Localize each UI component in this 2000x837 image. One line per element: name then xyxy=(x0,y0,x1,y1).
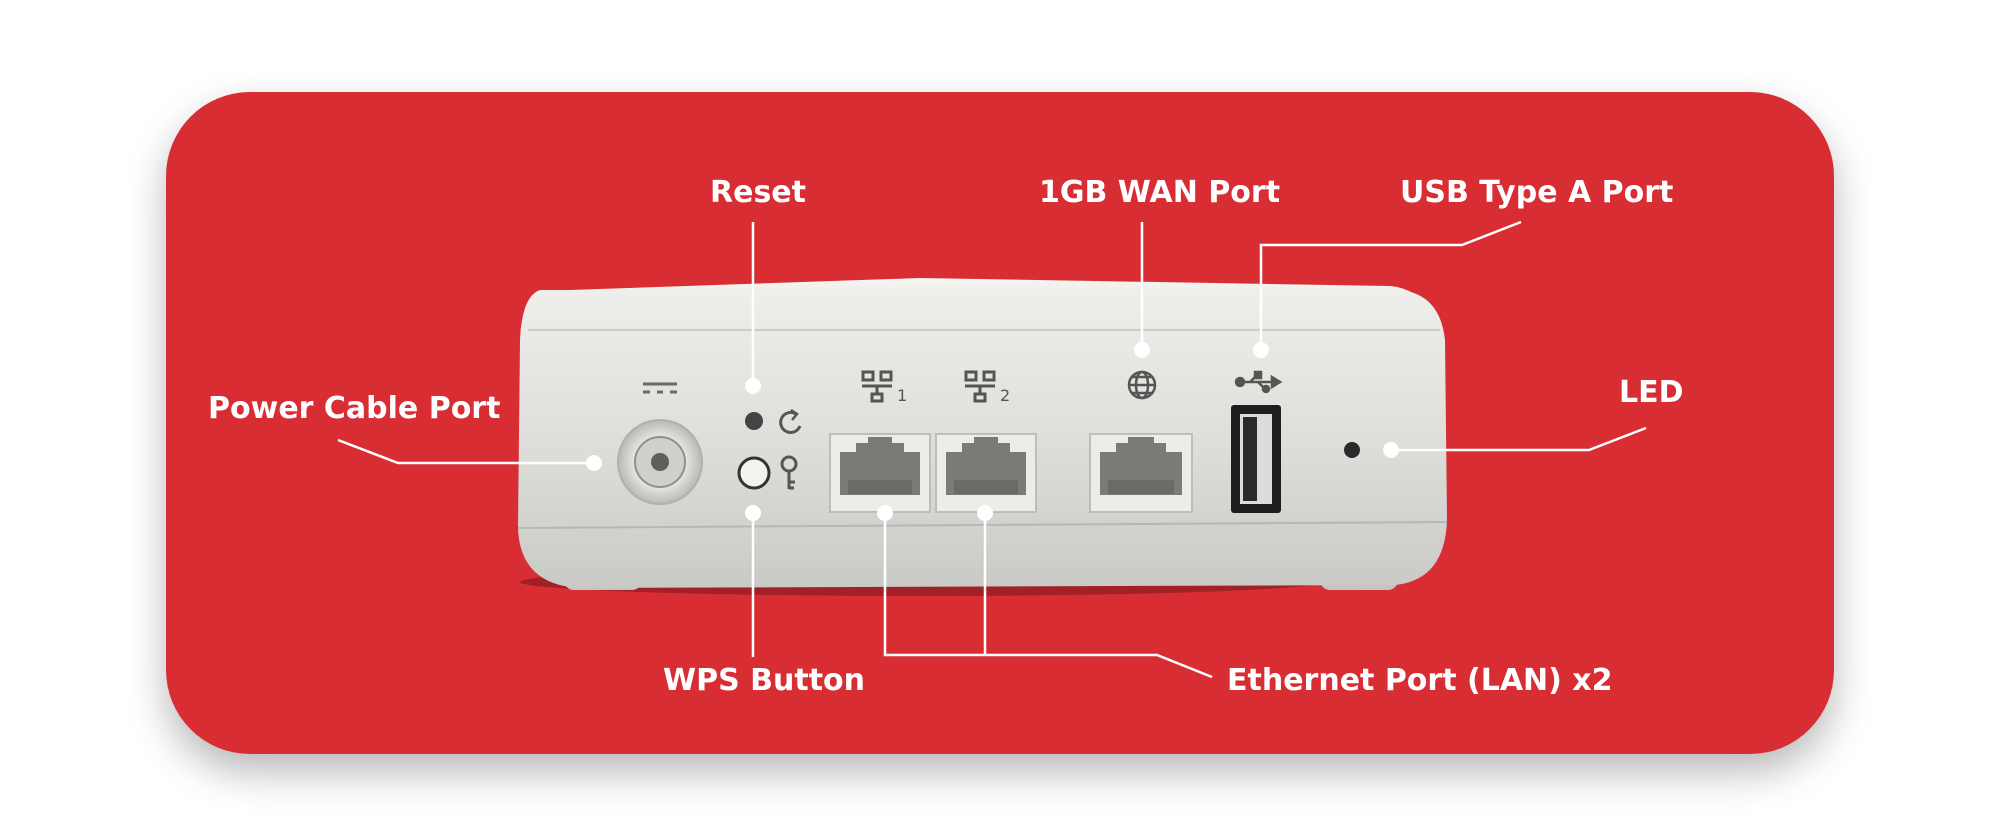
ethernet-callout-line xyxy=(883,513,1213,679)
led-dot xyxy=(1383,442,1399,458)
device-seam xyxy=(517,521,1448,529)
usb-port xyxy=(1231,405,1281,513)
callout-lines xyxy=(337,220,1647,679)
power-dot xyxy=(586,455,602,471)
reset-pinhole xyxy=(745,412,763,430)
usb-port-label: USB Type A Port xyxy=(1400,175,1674,210)
led-indicator xyxy=(1344,442,1360,458)
lan-1-number: 1 xyxy=(897,386,907,405)
key-icon xyxy=(780,455,798,490)
lan-icon xyxy=(964,370,996,403)
callout-dots xyxy=(586,342,1399,521)
led-callout-line xyxy=(1391,426,1647,452)
usb-callout-line xyxy=(1259,220,1522,350)
dc-power-icon xyxy=(643,382,677,394)
power-jack xyxy=(617,419,703,505)
router-device: 1 2 xyxy=(517,278,1448,596)
ethernet-ports-label: Ethernet Port (LAN) x2 xyxy=(1227,663,1613,698)
ethernet-dot-1 xyxy=(877,505,893,521)
lan-port-1 xyxy=(829,433,931,513)
reset-label: Reset xyxy=(710,175,806,210)
wps-physical-button xyxy=(737,456,771,490)
wps-button-label: WPS Button xyxy=(663,663,866,698)
wps-dot xyxy=(745,505,761,521)
wan-port-label: 1GB WAN Port xyxy=(1039,175,1281,210)
ethernet-dot-2 xyxy=(977,505,993,521)
reset-dot xyxy=(745,378,761,394)
reset-icon xyxy=(779,408,802,434)
lan-icon xyxy=(861,370,893,403)
wan-port xyxy=(1089,433,1193,513)
led-label: LED xyxy=(1619,375,1684,410)
lan-port-2 xyxy=(935,433,1037,513)
lan-2-number: 2 xyxy=(1000,386,1010,405)
globe-icon xyxy=(1127,370,1157,400)
power-callout-line xyxy=(337,438,594,465)
usb-dot xyxy=(1253,342,1269,358)
usb-icon xyxy=(1234,370,1283,394)
power-port-label: Power Cable Port xyxy=(208,391,501,426)
wan-dot xyxy=(1134,342,1150,358)
